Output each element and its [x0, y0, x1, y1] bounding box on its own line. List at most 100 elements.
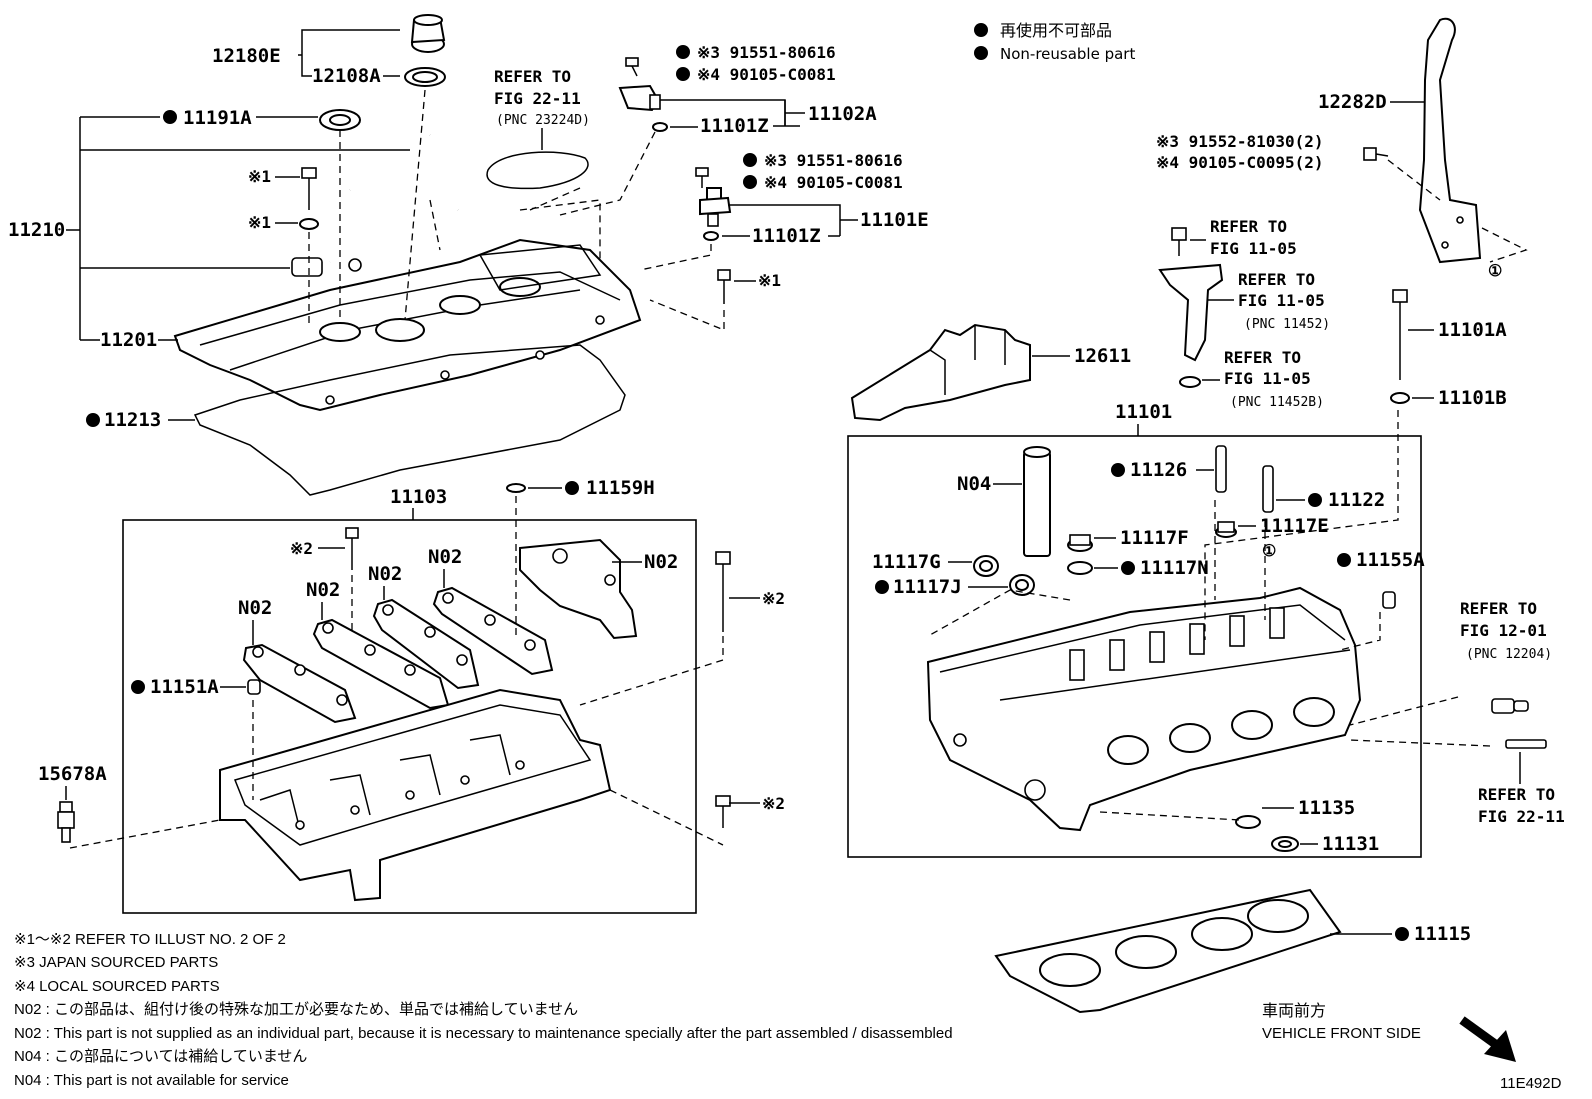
refer-to: REFER TO	[494, 67, 571, 86]
nonreusable-dot-icon	[743, 153, 757, 167]
note-7: N04 : This part is not available for ser…	[14, 1072, 289, 1089]
note-6: N04 : この部品については補給していません	[14, 1048, 307, 1065]
washer-icon	[1390, 392, 1410, 404]
part-11213: 11213	[104, 409, 161, 431]
part-11159H: 11159H	[586, 477, 655, 499]
head-gasket-icon	[994, 888, 1342, 1014]
part-n02: N02	[644, 551, 678, 573]
note-3: ※4 LOCAL SOURCED PARTS	[14, 978, 220, 995]
ref-pnc-11452b: (PNC 11452B)	[1230, 395, 1324, 410]
nonreusable-dot-icon	[1308, 493, 1322, 507]
part-12611: 12611	[1074, 345, 1131, 367]
part-11191A: 11191A	[183, 107, 252, 129]
cylinder-head-icon	[926, 586, 1362, 832]
ref-pnc-11452: (PNC 11452)	[1244, 317, 1330, 332]
part-11122: 11122	[1328, 489, 1385, 511]
bolt-icon	[345, 527, 359, 570]
pin-icon	[247, 679, 261, 695]
ref-fig-11-05: FIG 11-05	[1238, 291, 1325, 310]
part-11155A: 11155A	[1356, 549, 1425, 571]
ref-fig-11-05b: FIG 11-05	[1224, 369, 1311, 388]
nonreusable-dot-icon	[974, 23, 988, 37]
part-11201: 11201	[100, 329, 157, 351]
nonreusable-dot-icon	[86, 413, 100, 427]
seal-icon	[1009, 574, 1035, 596]
nonreusable-dot-icon	[1395, 927, 1409, 941]
callout-m3-a: ※3 91551-80616	[697, 43, 836, 62]
part-11101E: 11101E	[860, 209, 929, 231]
part-11115: 11115	[1414, 923, 1471, 945]
callout-m1: ※1	[248, 167, 271, 186]
callout-circle1: ①	[1262, 541, 1276, 560]
engine-hanger-icon	[1418, 17, 1482, 264]
callout-circle1: ①	[1488, 261, 1502, 280]
part-12282D: 12282D	[1318, 91, 1387, 113]
bolt-icon	[717, 269, 731, 304]
refer-to: REFER TO	[1238, 270, 1315, 289]
nonreusable-dot-icon	[1121, 561, 1135, 575]
nonreusable-dot-icon	[131, 680, 145, 694]
refer-to: REFER TO	[1210, 217, 1287, 236]
housing-box	[122, 519, 697, 914]
refer-to: REFER TO	[1478, 785, 1555, 804]
bolt-icon	[625, 57, 639, 77]
part-n02: N02	[428, 546, 462, 568]
o-ring-icon	[1179, 376, 1201, 388]
gasket-ring-icon	[1235, 815, 1261, 829]
bearing-cap-icon	[372, 598, 480, 690]
part-n02: N02	[368, 563, 402, 585]
part-12180E: 12180E	[212, 45, 281, 67]
callout-m4-b: ※4 90105-C0081	[764, 173, 903, 192]
bearing-cap-icon	[519, 538, 638, 640]
plug-icon	[1215, 521, 1237, 538]
front-direction-arrow-icon	[1459, 1016, 1516, 1062]
ref-fig-22-11b: FIG 22-11	[1478, 807, 1565, 826]
oil-filler-cap-icon	[410, 14, 446, 53]
plug-icon	[1067, 534, 1093, 552]
seal-icon	[1271, 836, 1299, 852]
part-11117G: 11117G	[872, 551, 941, 573]
part-n04: N04	[957, 473, 991, 495]
part-11102A: 11102A	[808, 103, 877, 125]
bearing-cap-icon	[432, 586, 554, 676]
direction-jp: 車両前方	[1262, 1001, 1326, 1020]
bolt-icon	[715, 551, 731, 632]
camshaft-housing-icon	[219, 688, 612, 902]
part-12108A: 12108A	[312, 65, 381, 87]
callout-m3-c: ※3 91552-81030(2)	[1156, 132, 1324, 151]
ref-fig-11-05: FIG 11-05	[1210, 239, 1297, 258]
refer-to: REFER TO	[1460, 599, 1537, 618]
direction-en: VEHICLE FRONT SIDE	[1262, 1025, 1421, 1042]
part-11131: 11131	[1322, 833, 1379, 855]
part-11210: 11210	[8, 219, 65, 241]
part-11117E: 11117E	[1260, 515, 1329, 537]
ref-pnc-12204: (PNC 12204)	[1466, 647, 1552, 662]
bolt-icon	[1363, 147, 1389, 161]
bolt-icon	[715, 795, 731, 828]
plug-icon	[973, 555, 999, 577]
part-11126: 11126	[1130, 459, 1187, 481]
note-1: ※1～※2 REFER TO ILLUST NO. 2 OF 2	[14, 931, 286, 948]
washer-icon	[1067, 561, 1093, 575]
part-11103: 11103	[390, 486, 447, 508]
part-11135: 11135	[1298, 797, 1355, 819]
seal-icon	[319, 109, 361, 131]
nonreusable-dot-icon	[1337, 553, 1351, 567]
ref-pnc-23224d: (PNC 23224D)	[496, 113, 590, 128]
nonreusable-dot-icon	[676, 67, 690, 81]
nonreusable-dot-icon	[875, 580, 889, 594]
o-ring-icon	[703, 231, 719, 241]
cylinder-head-cover-icon	[173, 238, 642, 412]
note-2: ※3 JAPAN SOURCED PARTS	[14, 954, 218, 971]
cylinder-head-box	[847, 435, 1422, 858]
nonreusable-dot-icon	[676, 45, 690, 59]
nonreusable-dot-icon	[1111, 463, 1125, 477]
water-pipe-icon	[1158, 263, 1224, 362]
part-11117F: 11117F	[1120, 527, 1189, 549]
sensor-icon	[618, 84, 661, 112]
bearing-cap-icon	[242, 643, 357, 724]
part-11117J: 11117J	[893, 576, 962, 598]
callout-m4-a: ※4 90105-C0081	[697, 65, 836, 84]
legend-en: Non-reusable part	[1000, 45, 1135, 63]
